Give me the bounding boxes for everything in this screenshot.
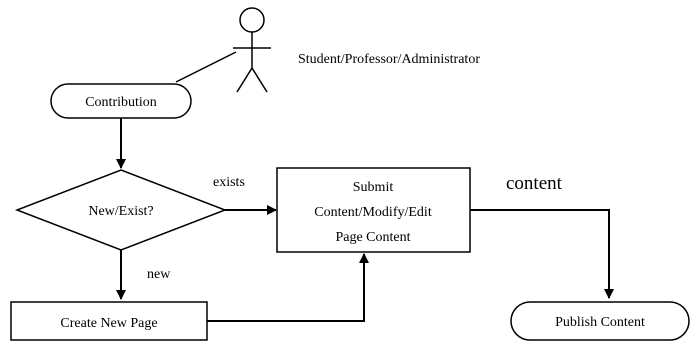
create-page-label: Create New Page	[60, 316, 157, 331]
edge-label-exists: exists	[213, 175, 245, 190]
submit-label-line-3: Page Content	[335, 230, 410, 245]
create-new-page-box: Create New Page	[10, 301, 208, 341]
submit-label-line-2: Content/Modify/Edit	[314, 205, 432, 220]
publish-label: Publish Content	[555, 315, 645, 330]
contribution-label: Contribution	[85, 95, 157, 110]
publish-content-node: Publish Content	[510, 301, 690, 341]
decision-label: New/Exist?	[88, 204, 153, 219]
contribution-node: Contribution	[50, 83, 192, 119]
actor-label: Student/Professor/Administrator	[298, 52, 480, 67]
arrow-create-to-submit	[207, 253, 369, 322]
submit-content-box: Submit Content/Modify/Edit Page Content	[276, 167, 471, 253]
submit-label-line-1: Submit	[353, 180, 394, 195]
stick-figure-actor-icon	[233, 7, 271, 93]
edge-label-new: new	[147, 267, 171, 282]
actor-association-line	[175, 51, 237, 83]
decision-diamond: New/Exist?	[14, 169, 228, 251]
arrow-content-to-publish	[470, 209, 614, 299]
edge-label-content: content	[506, 173, 563, 194]
